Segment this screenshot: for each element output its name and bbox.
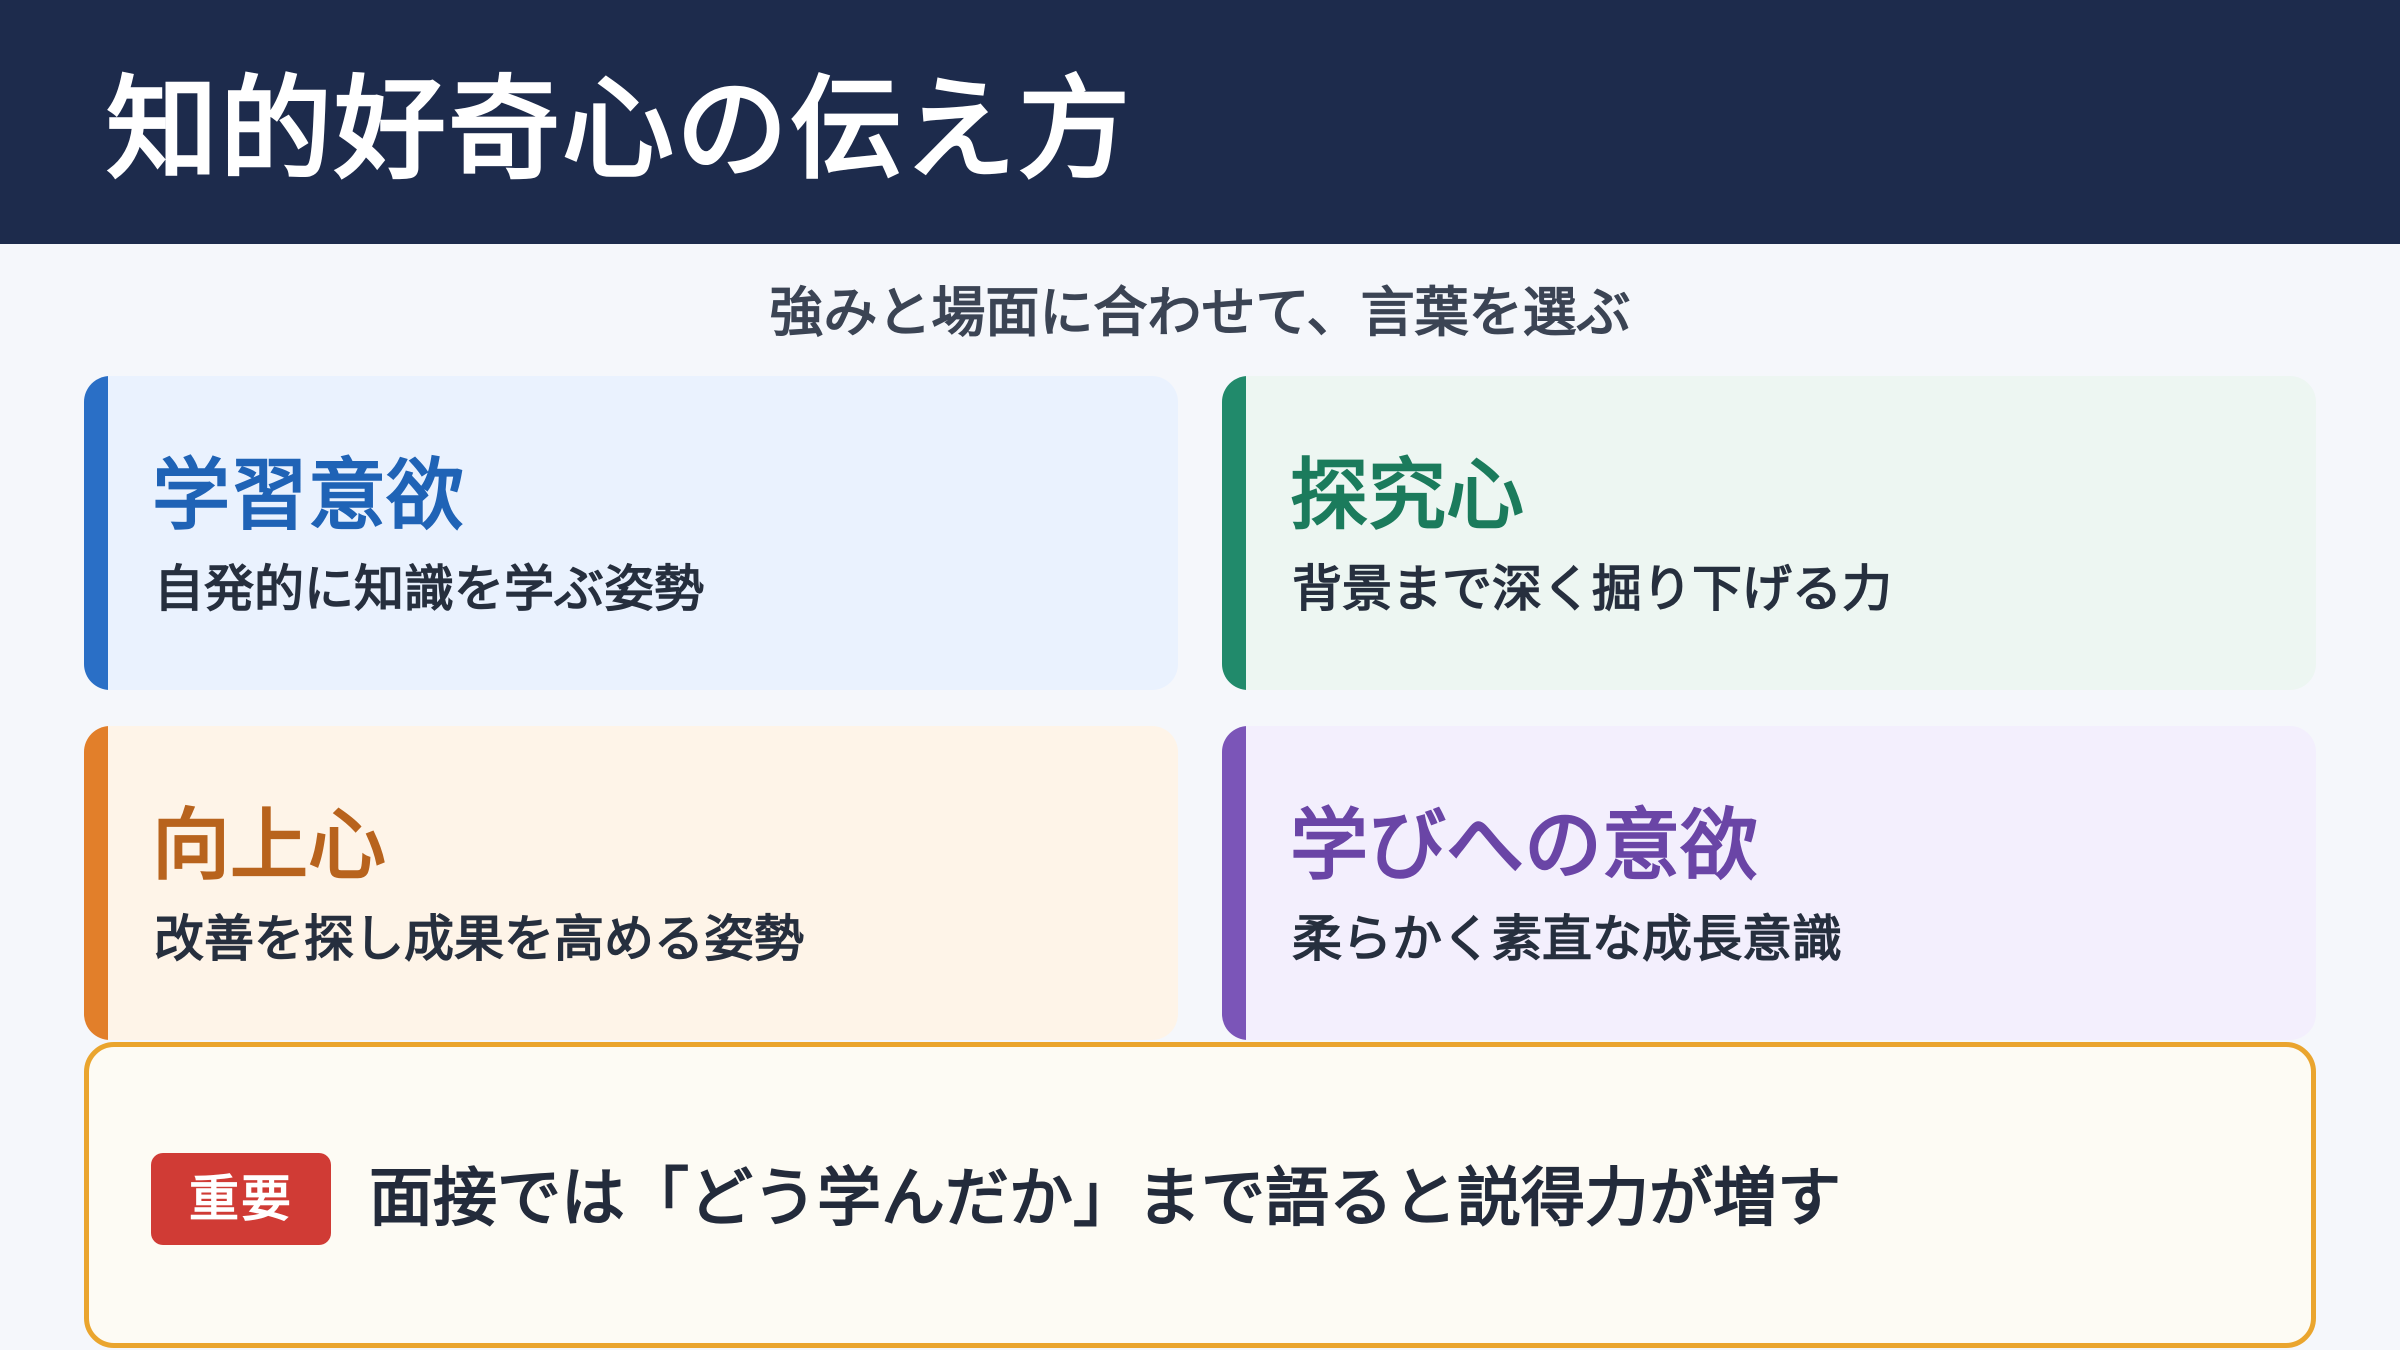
card-description: 自発的に知識を学ぶ姿勢: [154, 560, 704, 618]
card-accent-bar: [84, 726, 108, 1040]
card-inquisitiveness: 探究心 背景まで深く掘り下げる力: [1222, 376, 2316, 690]
important-badge: 重要: [151, 1153, 331, 1245]
important-note-box: 重要 面接では「どう学んだか」まで語ると説得力が増す: [84, 1042, 2316, 1348]
card-accent-bar: [1222, 376, 1246, 690]
card-title: 学びへの意欲: [1290, 801, 1759, 891]
card-description: 背景まで深く掘り下げる力: [1292, 560, 1892, 618]
card-title: 向上心: [152, 801, 387, 891]
card-title: 探究心: [1290, 451, 1525, 541]
page-subtitle: 強みと場面に合わせて、言葉を選ぶ: [769, 281, 1631, 344]
header-bar: 知的好奇心の伝え方: [0, 0, 2400, 244]
card-desire-to-learn: 学びへの意欲 柔らかく素直な成長意識: [1222, 726, 2316, 1040]
page-title: 知的好奇心の伝え方: [106, 65, 1132, 195]
card-ambition: 向上心 改善を探し成果を高める姿勢: [84, 726, 1178, 1040]
card-accent-bar: [84, 376, 108, 690]
card-accent-bar: [1222, 726, 1246, 1040]
important-note-text: 面接では「どう学んだか」まで語ると説得力が増す: [369, 1162, 1841, 1236]
card-title: 学習意欲: [152, 451, 465, 541]
card-learning-motivation: 学習意欲 自発的に知識を学ぶ姿勢: [84, 376, 1178, 690]
card-description: 柔らかく素直な成長意識: [1292, 910, 1842, 968]
card-description: 改善を探し成果を高める姿勢: [154, 910, 804, 968]
